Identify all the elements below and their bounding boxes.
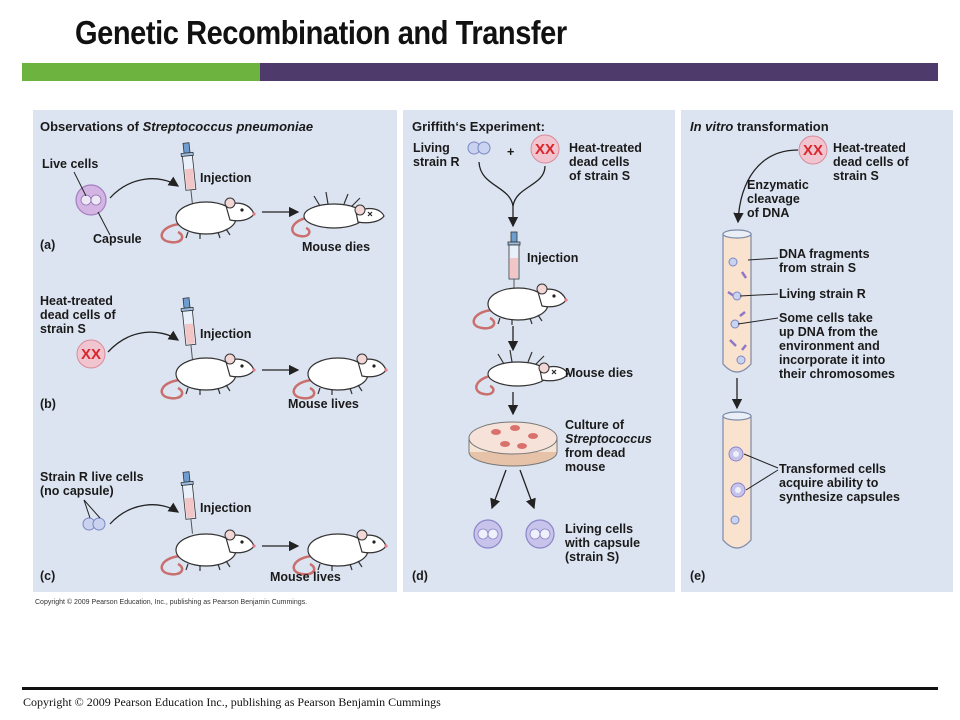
mouse-icon (160, 352, 257, 400)
mouse-dies-label: Mouse dies (302, 240, 371, 254)
panel-b-illustration (76, 296, 389, 400)
capsule-label: Capsule (93, 232, 142, 246)
figure-copyright: Copyright © 2009 Pearson Education, Inc.… (35, 599, 308, 606)
mouse-lives-label: Mouse lives (288, 397, 359, 411)
panel-e-illustration (722, 135, 828, 549)
panel-e-heading: In vitro transformation (690, 119, 829, 134)
injection-label: Injection (200, 501, 252, 515)
mouse-dies-label: Mouse dies (565, 366, 634, 380)
test-tube-icon (722, 229, 752, 373)
footer-copyright: Copyright © 2009 Pearson Education Inc.,… (23, 695, 441, 709)
live-mouse-icon (292, 352, 389, 400)
injection-label: Injection (200, 327, 252, 341)
panel-d-illustration (467, 134, 570, 549)
petri-dish-icon (468, 421, 558, 467)
mouse-icon (160, 528, 257, 576)
panel-a-heading: Observations of Streptococcus pneumoniae (40, 119, 314, 134)
dead-cells-icon (76, 339, 106, 369)
syringe-icon (179, 470, 199, 535)
injection-label: Injection (527, 251, 579, 265)
dead-cells-icon (798, 135, 828, 165)
dead-mouse-icon (475, 348, 570, 396)
strain-r-cell-icon (467, 141, 491, 155)
dead-mouse-icon (291, 190, 386, 238)
panel-letter-e: (e) (690, 569, 706, 583)
live-mouse-icon (292, 528, 389, 576)
panel-a-illustration (73, 141, 386, 244)
title-underline-purple (260, 63, 938, 81)
strain-r-label: Strain R live cells(no capsule) (40, 470, 144, 498)
living-strain-r-label: Living strain R (779, 287, 866, 301)
mouse-lives-label: Mouse lives (270, 570, 341, 584)
test-tube-icon (722, 411, 752, 549)
mouse-icon (160, 196, 257, 244)
slide-title: Genetic Recombination and Transfer (75, 14, 567, 51)
capsule-cell-icon (473, 519, 503, 549)
syringe-icon (507, 231, 521, 295)
plus-sign: + (507, 145, 515, 159)
panel-letter-d: (d) (412, 569, 428, 583)
title-underline-green (22, 63, 260, 81)
syringe-icon (179, 296, 199, 361)
capsule-cell-icon (525, 519, 555, 549)
panel-d-heading: Griffith‘s Experiment: (412, 119, 545, 134)
injection-label: Injection (200, 171, 252, 185)
panel-letter-a: (a) (40, 238, 56, 252)
strain-r-cell-icon (82, 517, 106, 531)
panel-letter-b: (b) (40, 397, 56, 411)
footer-rule (22, 687, 938, 690)
panel-c-illustration (82, 470, 389, 576)
live-cells-label: Live cells (42, 157, 99, 171)
dead-cells-icon (530, 134, 560, 164)
panel-d (403, 110, 675, 592)
panel-letter-c: (c) (40, 569, 56, 583)
mouse-icon (472, 282, 569, 330)
syringe-icon (179, 141, 199, 206)
